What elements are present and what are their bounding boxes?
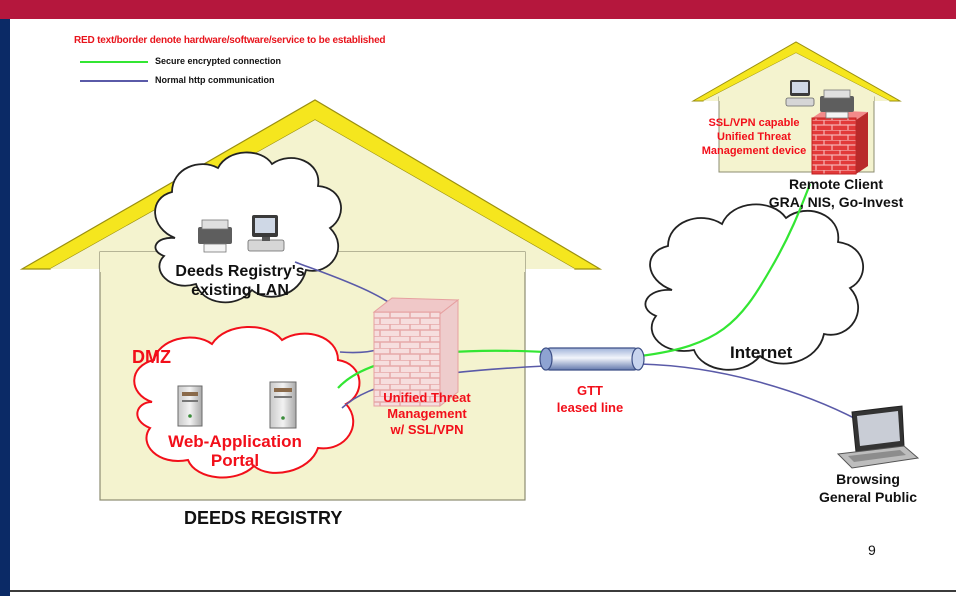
utm-label-line1: Unified Threat xyxy=(383,390,471,405)
remote-computer-icon xyxy=(785,80,815,107)
portal-label-line2: Portal xyxy=(210,451,260,470)
utm-label-line3: w/ SSL/VPN xyxy=(390,422,464,437)
gtt-to-public-http-link xyxy=(639,363,859,421)
legend-secure-label: Secure encrypted connection xyxy=(155,56,282,66)
dmz-label: DMZ xyxy=(132,347,171,367)
application-server-icon xyxy=(269,381,297,429)
utm-label-line2: Management xyxy=(387,406,467,421)
gtt-label-line1: GTT xyxy=(577,383,603,398)
lan-cloud xyxy=(154,151,342,304)
public-laptop-icon xyxy=(836,405,920,469)
remote-printer-icon xyxy=(820,89,854,119)
remote-client-label-line2: GRA, NIS, Go-Invest xyxy=(768,194,904,210)
page-number: 9 xyxy=(868,542,876,558)
registry-title: DEEDS REGISTRY xyxy=(184,508,343,528)
public-label-line2: General Public xyxy=(818,489,918,505)
remote-utm-label-line2: Unified Threat xyxy=(717,131,791,143)
legend-title: RED text/border denote hardware/software… xyxy=(74,35,386,46)
lan-label-line2: existing LAN xyxy=(191,282,289,299)
lan-printer-icon xyxy=(198,219,232,253)
slide-bottom-rule xyxy=(10,590,956,592)
utm-firewall-icon xyxy=(372,297,460,408)
remote-utm-label: SSL/VPN capable Unified Threat Managemen… xyxy=(676,116,832,158)
remote-firewall-icon xyxy=(811,110,868,175)
portal-label: Web-Application Portal xyxy=(160,432,310,470)
slide-side-bar xyxy=(0,19,10,596)
gtt-to-remote-secure-link xyxy=(639,183,812,358)
lan-computer-icon xyxy=(247,215,285,252)
slide-header-bar xyxy=(0,0,956,19)
lan-label: Deeds Registry's existing LAN xyxy=(150,262,330,300)
portal-label-line1: Web-Application xyxy=(168,432,302,451)
remote-utm-label-line3: Management device xyxy=(701,145,807,157)
gtt-label: GTT leased line xyxy=(542,382,638,416)
internet-label: Internet xyxy=(730,343,793,362)
gtt-label-line2: leased line xyxy=(556,400,624,415)
public-label-line1: Browsing xyxy=(836,471,900,487)
remote-client-label-line1: Remote Client xyxy=(788,176,884,192)
remote-client-label: Remote Client GRA, NIS, Go-Invest xyxy=(742,175,930,211)
gtt-leased-line-icon xyxy=(539,347,645,371)
public-label: Browsing General Public xyxy=(800,470,936,506)
utm-label: Unified Threat Management w/ SSL/VPN xyxy=(362,390,492,438)
remote-utm-label-line1: SSL/VPN capable xyxy=(708,117,800,129)
legend-http-label: Normal http communication xyxy=(155,75,275,85)
lan-label-line1: Deeds Registry's xyxy=(175,263,305,280)
web-server-icon xyxy=(177,385,203,427)
